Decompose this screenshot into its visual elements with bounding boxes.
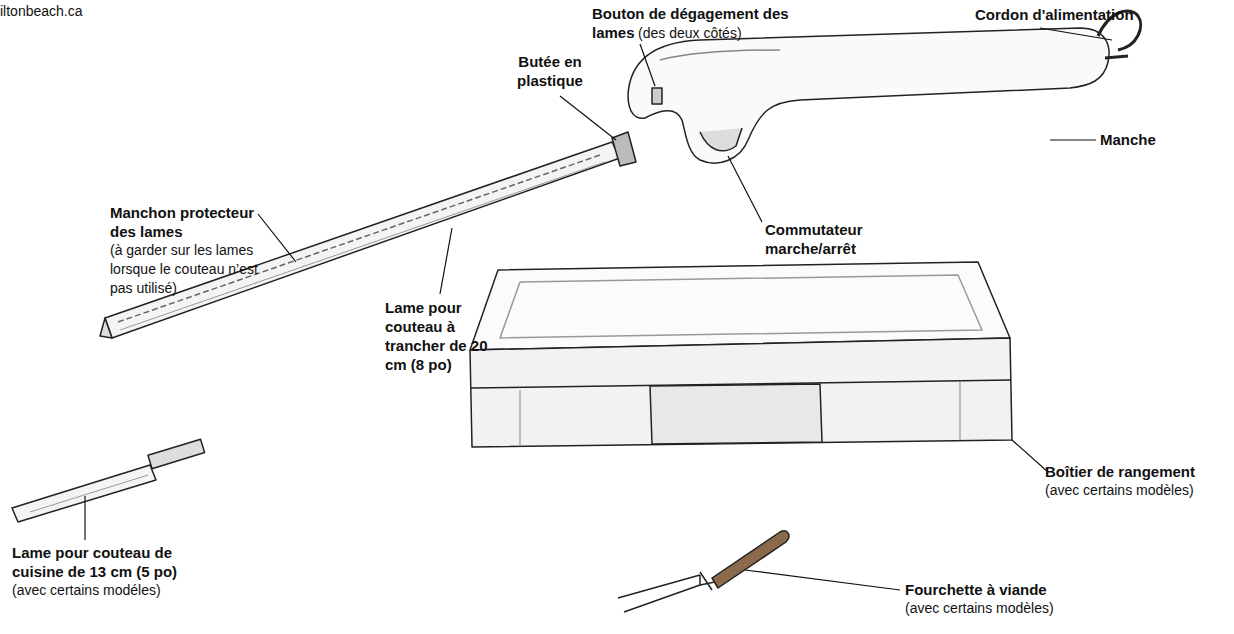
on-off-switch bbox=[700, 128, 742, 151]
part-note: (avec certains modéles) bbox=[12, 581, 212, 600]
part-note: (à garder sur les lames lorsque le coute… bbox=[110, 241, 275, 298]
callout-label: iltonbeach.ca bbox=[0, 2, 160, 21]
plastic-stop bbox=[612, 132, 636, 166]
part-note: (avec certains modèles) bbox=[1045, 481, 1230, 500]
part-name: Manche bbox=[1100, 130, 1190, 149]
kitchen-blade bbox=[12, 439, 205, 522]
callout-label: Bouton de dégagement des lames(des deux … bbox=[592, 4, 812, 43]
case-latch bbox=[650, 384, 822, 444]
part-name: Lame pour couteau à trancher de 20 cm (8… bbox=[385, 298, 490, 374]
part-name: Butée en plastique bbox=[512, 52, 588, 90]
part-note: (avec certains modèles) bbox=[905, 599, 1080, 618]
part-name: Commutateur marche/arrêt bbox=[765, 220, 880, 258]
blade-release-button bbox=[652, 88, 662, 104]
knife-handle bbox=[628, 28, 1109, 163]
part-note: (des deux côtés) bbox=[638, 25, 742, 41]
callout-label: Fourchette à viande(avec certains modèle… bbox=[905, 580, 1080, 618]
meat-fork bbox=[618, 531, 789, 612]
callout-label: Commutateur marche/arrêt bbox=[765, 220, 880, 258]
part-name: Lame pour couteau de cuisine de 13 cm (5… bbox=[12, 543, 212, 581]
leader-lines bbox=[85, 28, 1112, 590]
part-name: Cordon d'alimentation bbox=[975, 5, 1175, 24]
part-name: Manchon protecteur des lames bbox=[110, 203, 275, 241]
callout-label: Cordon d'alimentation bbox=[975, 5, 1175, 24]
callout-label: Manchon protecteur des lames(à garder su… bbox=[110, 203, 275, 298]
callout-label: Boîtier de rangement(avec certains modèl… bbox=[1045, 462, 1230, 500]
part-name: Fourchette à viande bbox=[905, 580, 1080, 599]
callout-label: Lame pour couteau de cuisine de 13 cm (5… bbox=[12, 543, 212, 600]
callout-label: Manche bbox=[1100, 130, 1190, 149]
storage-case bbox=[470, 262, 1012, 447]
part-note: iltonbeach.ca bbox=[0, 2, 160, 21]
callout-label: Lame pour couteau à trancher de 20 cm (8… bbox=[385, 298, 490, 374]
callout-label: Butée en plastique bbox=[512, 52, 588, 90]
part-name: Boîtier de rangement bbox=[1045, 462, 1230, 481]
